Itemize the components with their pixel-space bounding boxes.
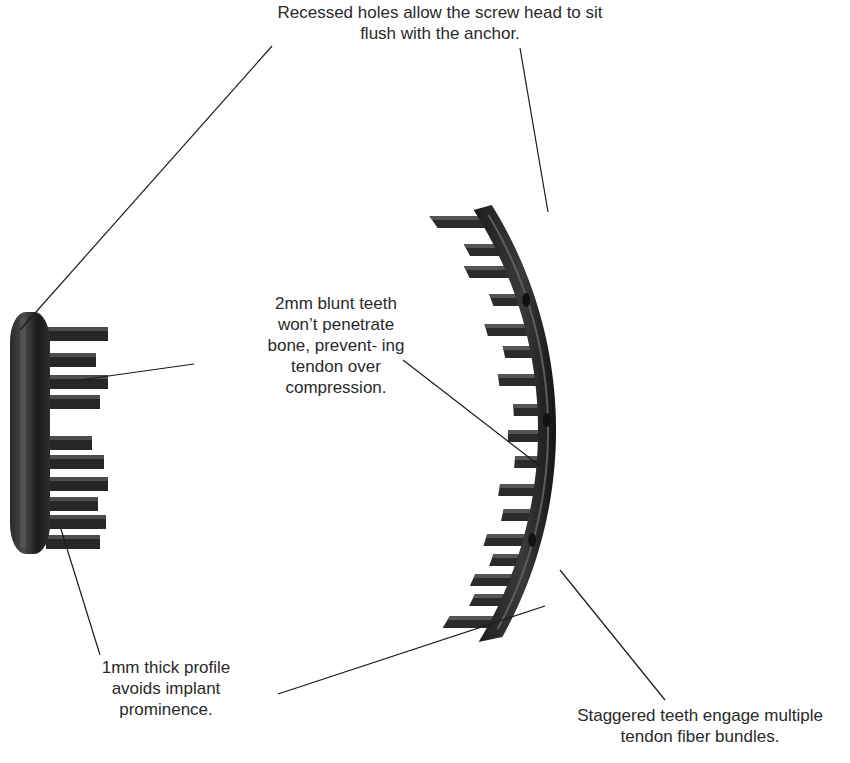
tooth <box>46 515 106 529</box>
callout-label: Recessed holes allow the screw head to s… <box>270 2 610 44</box>
tooth <box>498 374 540 386</box>
tooth-face <box>498 374 539 378</box>
callout-label: 1mm thick profile avoids implant promine… <box>96 657 236 720</box>
leader-line <box>80 364 194 380</box>
tooth <box>46 455 104 469</box>
leader-line <box>560 570 665 700</box>
tooth-face <box>46 477 108 481</box>
anchor-side-view <box>10 312 108 554</box>
tooth <box>46 497 98 511</box>
tooth <box>46 395 100 409</box>
tooth-face <box>499 484 538 488</box>
tooth-face <box>46 497 98 501</box>
tooth <box>46 477 108 491</box>
tooth-face <box>508 430 542 434</box>
callout-label: Staggered teeth engage multiple tendon f… <box>560 705 840 747</box>
tooth-face <box>46 395 100 399</box>
plate-highlight <box>488 215 548 629</box>
leader-lines <box>20 46 665 700</box>
tooth <box>46 327 108 341</box>
tooth <box>498 484 538 496</box>
tooth-face <box>447 616 497 620</box>
tooth-face <box>464 266 510 270</box>
anchor-plate <box>10 312 50 554</box>
leader-line <box>520 48 548 212</box>
tooth-face <box>513 404 541 408</box>
tooth <box>484 324 531 336</box>
screw-hole <box>543 413 551 427</box>
callout-label: 2mm blunt teeth won’t penetrate bone, pr… <box>258 293 414 398</box>
tooth <box>46 436 92 450</box>
tooth <box>508 430 542 442</box>
tooth-face <box>486 534 529 538</box>
leader-line <box>60 526 100 655</box>
tooth-face <box>473 574 516 578</box>
leader-line <box>20 46 272 330</box>
tooth <box>46 353 96 367</box>
tooth-face <box>46 455 104 459</box>
tooth-face <box>46 535 100 539</box>
tooth-face <box>484 324 529 328</box>
tooth-face <box>46 515 106 519</box>
anchor-front-view <box>429 205 556 642</box>
tooth-face <box>429 216 484 220</box>
leader-line <box>403 360 540 466</box>
leader-line <box>278 606 545 694</box>
tooth-face <box>46 436 92 440</box>
tooth <box>46 535 100 549</box>
tooth-face <box>46 327 108 331</box>
tooth-face <box>46 353 96 357</box>
screw-hole <box>522 293 530 307</box>
plate-highlight <box>20 318 26 548</box>
screw-hole <box>528 533 536 547</box>
